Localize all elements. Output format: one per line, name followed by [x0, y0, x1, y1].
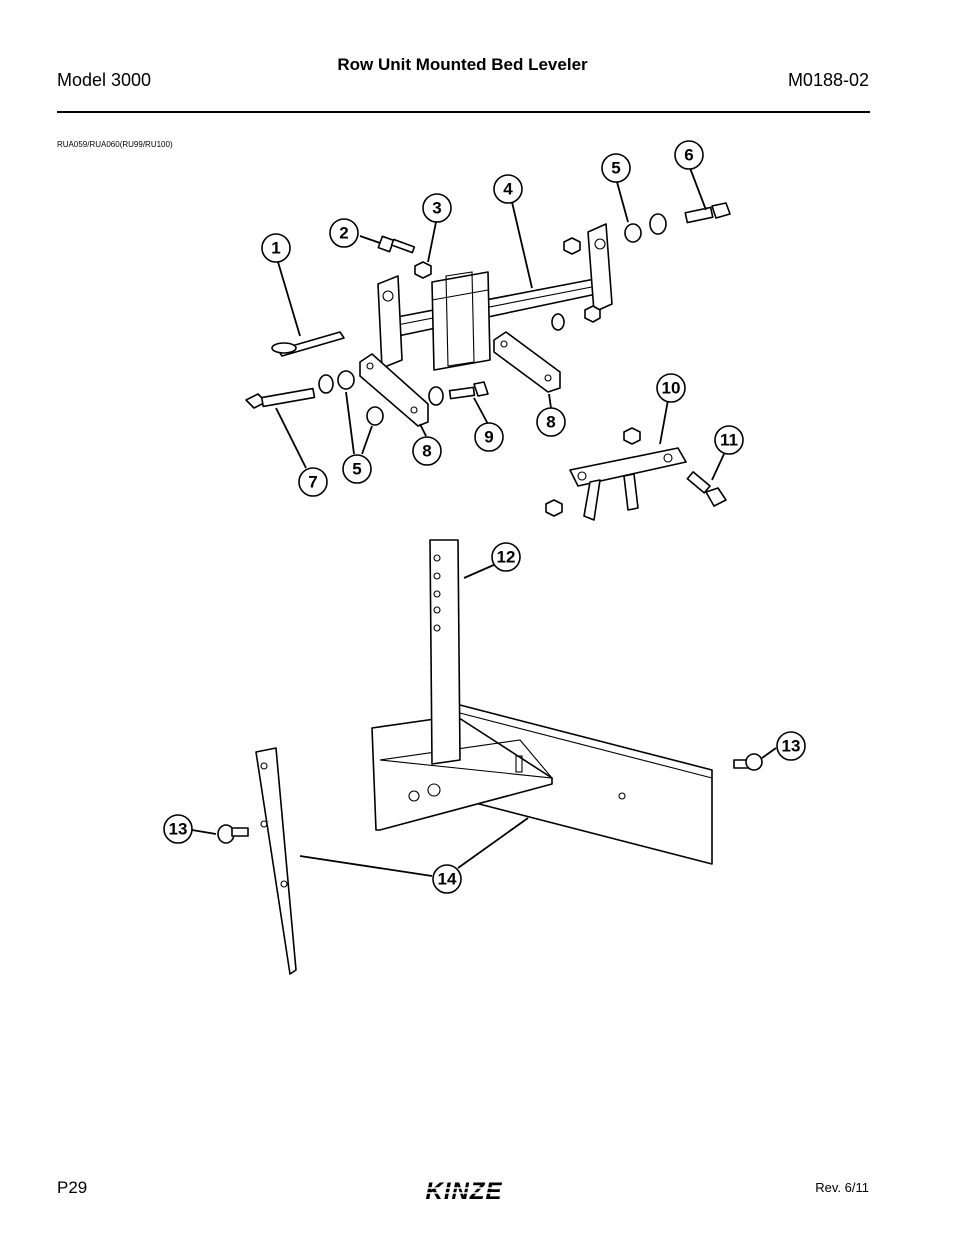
svg-text:4: 4 — [503, 180, 513, 199]
callout-5-bottom: 5 — [342, 454, 372, 484]
link-plate-right — [493, 331, 561, 393]
page-number: P29 — [57, 1178, 88, 1197]
svg-text:KINZE: KINZE — [426, 1178, 503, 1204]
header-rule — [57, 111, 870, 113]
svg-text:3: 3 — [432, 199, 441, 218]
nut-upper — [563, 237, 581, 255]
bolt-11 — [686, 471, 727, 507]
washer-right — [551, 313, 565, 331]
svg-text:2: 2 — [339, 224, 348, 243]
nut-right — [584, 305, 601, 323]
callout-14: 14 — [432, 864, 462, 894]
kinze-logo: KINZE — [408, 1178, 520, 1204]
callout-9: 9 — [474, 422, 504, 452]
callout-7: 7 — [298, 467, 328, 497]
callout-5-top: 5 — [601, 153, 631, 183]
carriage-bolt-left — [217, 824, 249, 844]
washer-left — [318, 374, 334, 394]
svg-text:11: 11 — [720, 431, 738, 450]
svg-text:10: 10 — [662, 379, 681, 398]
carriage-bolt-right — [733, 753, 763, 771]
model-label: Model 3000 — [57, 70, 152, 90]
revision-date: Rev. 6/11 — [815, 1180, 869, 1195]
callout-13-right: 13 — [776, 731, 806, 761]
washer-upper — [649, 213, 667, 235]
bolt-6 — [684, 202, 731, 224]
cross-tube — [391, 277, 607, 337]
bolt-7 — [245, 387, 316, 409]
callout-8-left: 8 — [412, 436, 442, 466]
bushing-5-left — [337, 370, 355, 390]
bolt-2 — [377, 235, 416, 254]
right-bracket-plate — [587, 223, 613, 313]
mount-bracket-10 — [569, 447, 687, 521]
hitch-pin — [271, 331, 345, 357]
link-plate-left — [359, 353, 429, 427]
nut-10-lower — [545, 499, 563, 517]
end-plate-14 — [255, 747, 297, 975]
svg-text:7: 7 — [308, 473, 317, 492]
bushing-5-lower — [366, 406, 384, 426]
svg-text:8: 8 — [546, 413, 555, 432]
callout-6: 6 — [674, 140, 704, 170]
callout-1: 1 — [261, 233, 291, 263]
callout-3: 3 — [422, 193, 452, 223]
svg-text:5: 5 — [611, 159, 620, 178]
shank-12 — [429, 539, 461, 765]
callout-10: 10 — [656, 373, 686, 403]
callout-13-left: 13 — [163, 814, 193, 844]
svg-text:5: 5 — [352, 460, 361, 479]
document-number: M0188-02 — [787, 70, 869, 90]
callout-2: 2 — [329, 218, 359, 248]
svg-text:13: 13 — [169, 820, 188, 839]
callout-8-right: 8 — [536, 407, 566, 437]
svg-text:12: 12 — [497, 548, 516, 567]
svg-text:8: 8 — [422, 442, 431, 461]
callout-11: 11 — [714, 425, 744, 455]
nut-3 — [414, 261, 432, 279]
center-mount — [431, 271, 491, 371]
svg-text:6: 6 — [684, 146, 693, 165]
svg-text:13: 13 — [782, 737, 801, 756]
callout-4: 4 — [493, 174, 523, 204]
nut-10 — [623, 427, 641, 445]
svg-text:14: 14 — [438, 870, 457, 889]
page-title: Row Unit Mounted Bed Leveler — [337, 55, 588, 74]
svg-text:1: 1 — [271, 239, 280, 258]
leader-lines — [191, 167, 777, 877]
bolt-9 — [428, 381, 489, 406]
svg-text:9: 9 — [484, 428, 493, 447]
left-bracket-plate — [377, 275, 403, 369]
reference-codes: RUA059/RUA060(RU99/RU100) — [57, 140, 173, 149]
bushing-5-upper — [624, 223, 642, 243]
callout-12: 12 — [491, 542, 521, 572]
